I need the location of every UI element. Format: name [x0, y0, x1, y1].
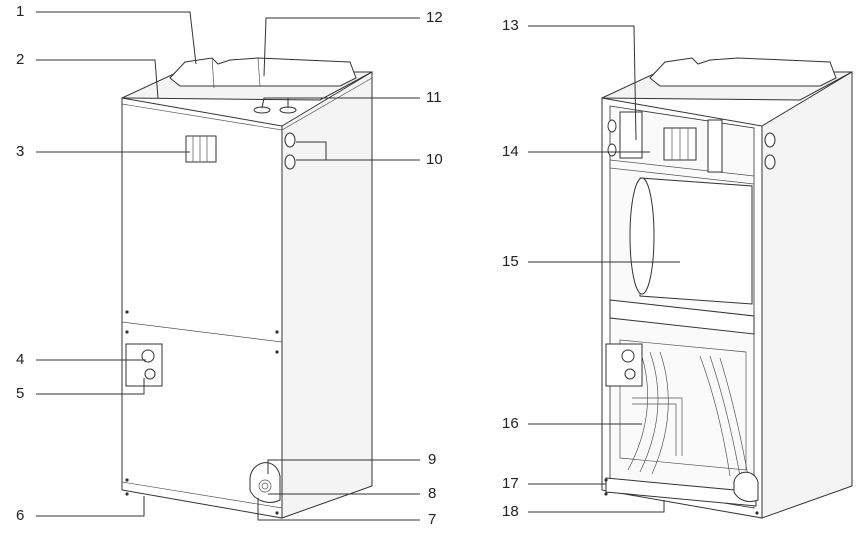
callout-12: 12 — [426, 9, 443, 26]
knockout-lower — [284, 154, 296, 170]
callout-4: 4 — [16, 351, 25, 368]
callout-16: 16 — [502, 415, 519, 432]
callout-5: 5 — [16, 385, 25, 402]
callout-3: 3 — [16, 143, 25, 160]
evaporator-coil — [627, 349, 749, 477]
callout-10: 10 — [426, 151, 443, 168]
callout-17: 17 — [502, 475, 519, 492]
left-top-flange — [169, 57, 357, 87]
callout-1: 1 — [16, 3, 25, 20]
right-top-flange — [649, 57, 837, 87]
leader-lines — [36, 11, 680, 521]
left-side-panel — [281, 71, 373, 519]
drain-pan — [605, 477, 757, 507]
right-side-panel — [761, 71, 853, 519]
callout-13: 13 — [502, 17, 519, 34]
callout-7: 7 — [428, 511, 437, 528]
blower-housing — [639, 177, 753, 305]
callout-18: 18 — [502, 503, 519, 520]
callout-6: 6 — [16, 507, 25, 524]
callout-15: 15 — [502, 253, 519, 270]
callout-11: 11 — [426, 89, 442, 106]
knockout-upper — [284, 132, 296, 148]
callout-14: 14 — [502, 143, 519, 160]
terminal-block — [185, 135, 217, 163]
callout-9: 9 — [428, 451, 437, 468]
left-unit — [121, 57, 373, 519]
right-unit — [601, 57, 853, 519]
callout-8: 8 — [428, 485, 437, 502]
callout-2: 2 — [16, 51, 25, 68]
drain-fitting — [249, 462, 281, 503]
